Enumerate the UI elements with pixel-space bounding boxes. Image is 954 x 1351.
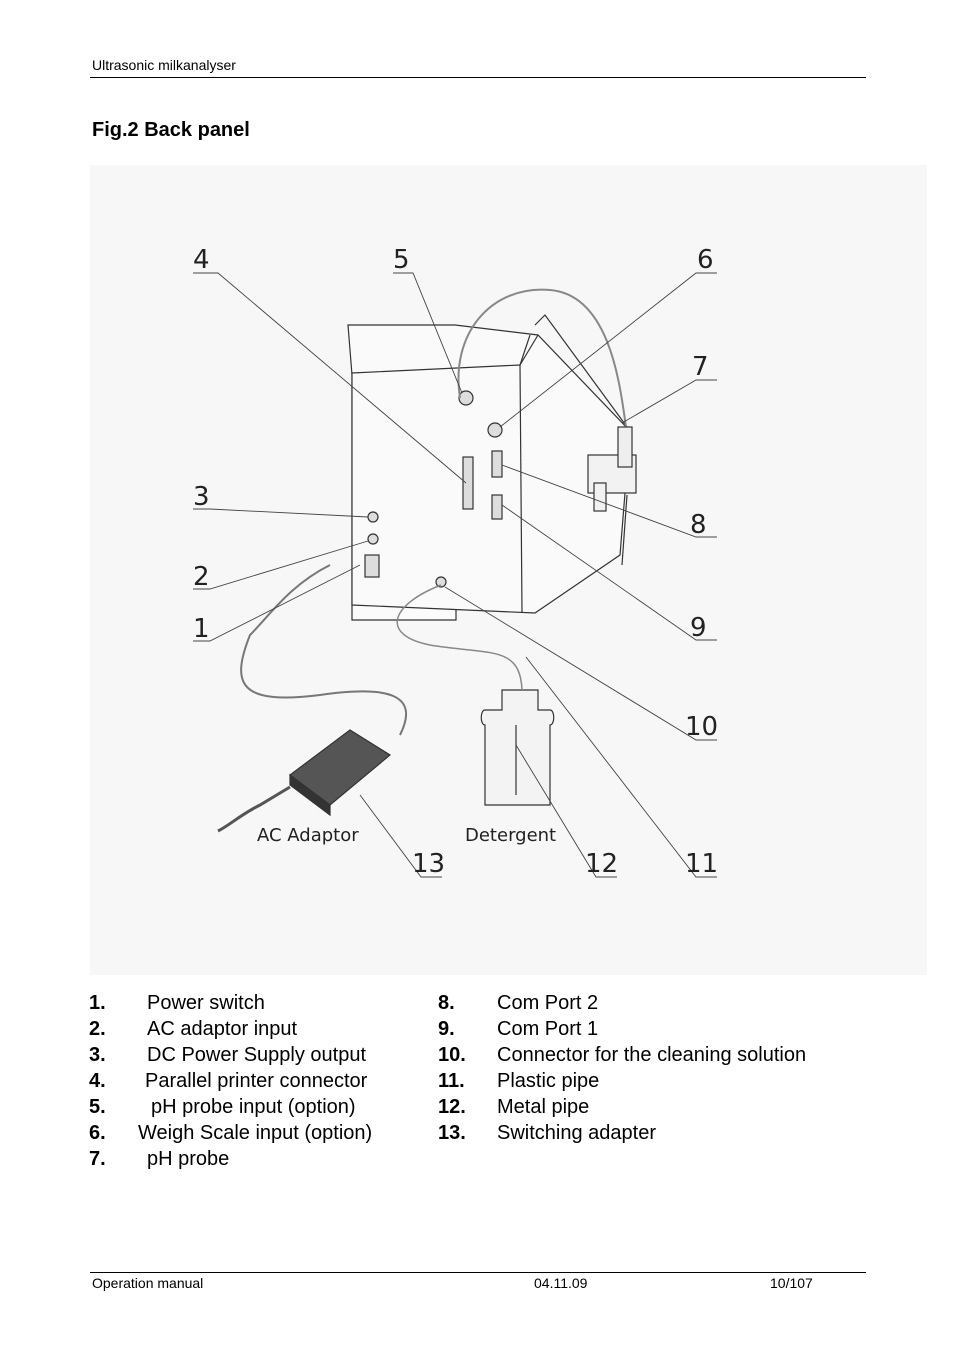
callout-8: 8 [690,510,707,540]
leader-line-12 [515,744,617,878]
legend-item: 13.Switching adapter [438,1122,656,1144]
com-port-1-shape [491,494,503,520]
power-switch-shape [364,554,380,578]
leader-line-6 [499,272,717,428]
leader-line-13 [359,794,442,878]
figure-title: Fig.2 Back panel [92,119,250,141]
leader-line-10 [444,586,717,741]
device-body-outline [347,324,631,614]
ac-input-shape [367,533,379,545]
leader-line-8 [501,464,717,538]
header-rule [90,77,866,78]
legend-item: 4.Parallel printer connector [89,1070,368,1092]
leader-line-2 [193,540,369,590]
legend-item: 7.pH probe [89,1148,230,1170]
footer-date: 04.11.09 [534,1275,588,1291]
legend-item: 1.Power switch [89,992,265,1014]
cleaning-connector-shape [435,576,447,588]
document-header-title: Ultrasonic milkanalyser [92,57,236,73]
ph-probe-cable [457,288,627,428]
legend-left-column: 1.Power switch 2.AC adaptor input 3.DC P… [89,990,429,1172]
callout-5: 5 [393,245,410,275]
footer-page-number: 10/107 [770,1275,813,1291]
ac-adaptor-label: AC Adaptor [257,825,359,846]
callout-10: 10 [685,712,718,742]
leader-line-4 [193,272,467,484]
legend-item: 3.DC Power Supply output [89,1044,367,1066]
footer-document-name: Operation manual [92,1275,204,1291]
callout-11: 11 [685,849,718,879]
leader-line-7 [621,379,717,424]
detergent-label: Detergent [465,825,556,846]
callout-9: 9 [690,613,707,643]
back-panel-drawing: 4 5 6 7 3 2 1 8 9 10 11 12 13 AC Adaptor… [193,245,718,879]
callout-7: 7 [692,352,709,382]
ph-probe-shape [617,426,633,468]
callout-6: 6 [697,245,714,275]
power-cable [240,564,407,736]
legend-item: 10.Connector for the cleaning solution [438,1044,807,1066]
parallel-port-shape [462,456,474,510]
legend-item: 5.pH probe input (option) [89,1096,356,1118]
leader-line-3 [193,508,369,518]
footer-rule [90,1272,866,1273]
callout-1: 1 [193,614,210,644]
leader-line-5 [393,272,463,394]
callout-4: 4 [193,245,210,275]
leader-line-1 [193,564,361,642]
legend-item: 9.Com Port 1 [438,1018,599,1040]
callout-12: 12 [585,849,618,879]
leader-line-9 [501,504,717,641]
callout-13: 13 [412,849,445,879]
detergent-hose [396,584,523,691]
ph-input-shape [458,390,474,406]
legend-right-column: 8.Com Port 2 9.Com Port 1 10.Connector f… [438,990,868,1146]
callout-2: 2 [193,562,210,592]
back-panel-figure: 4 5 6 7 3 2 1 8 9 10 11 12 13 AC Adaptor… [90,165,927,975]
com-port-2-shape [491,450,503,478]
legend-item: 2.AC adaptor input [89,1018,298,1040]
legend-item: 11.Plastic pipe [438,1070,600,1092]
callout-3: 3 [193,482,210,512]
legend-item: 8.Com Port 2 [438,992,599,1014]
scale-input-shape [487,422,503,438]
legend-item: 6.Weigh Scale input (option) [89,1122,373,1144]
legend-item: 12.Metal pipe [438,1096,590,1118]
leader-line-11 [525,656,717,878]
dc-output-shape [367,511,379,523]
